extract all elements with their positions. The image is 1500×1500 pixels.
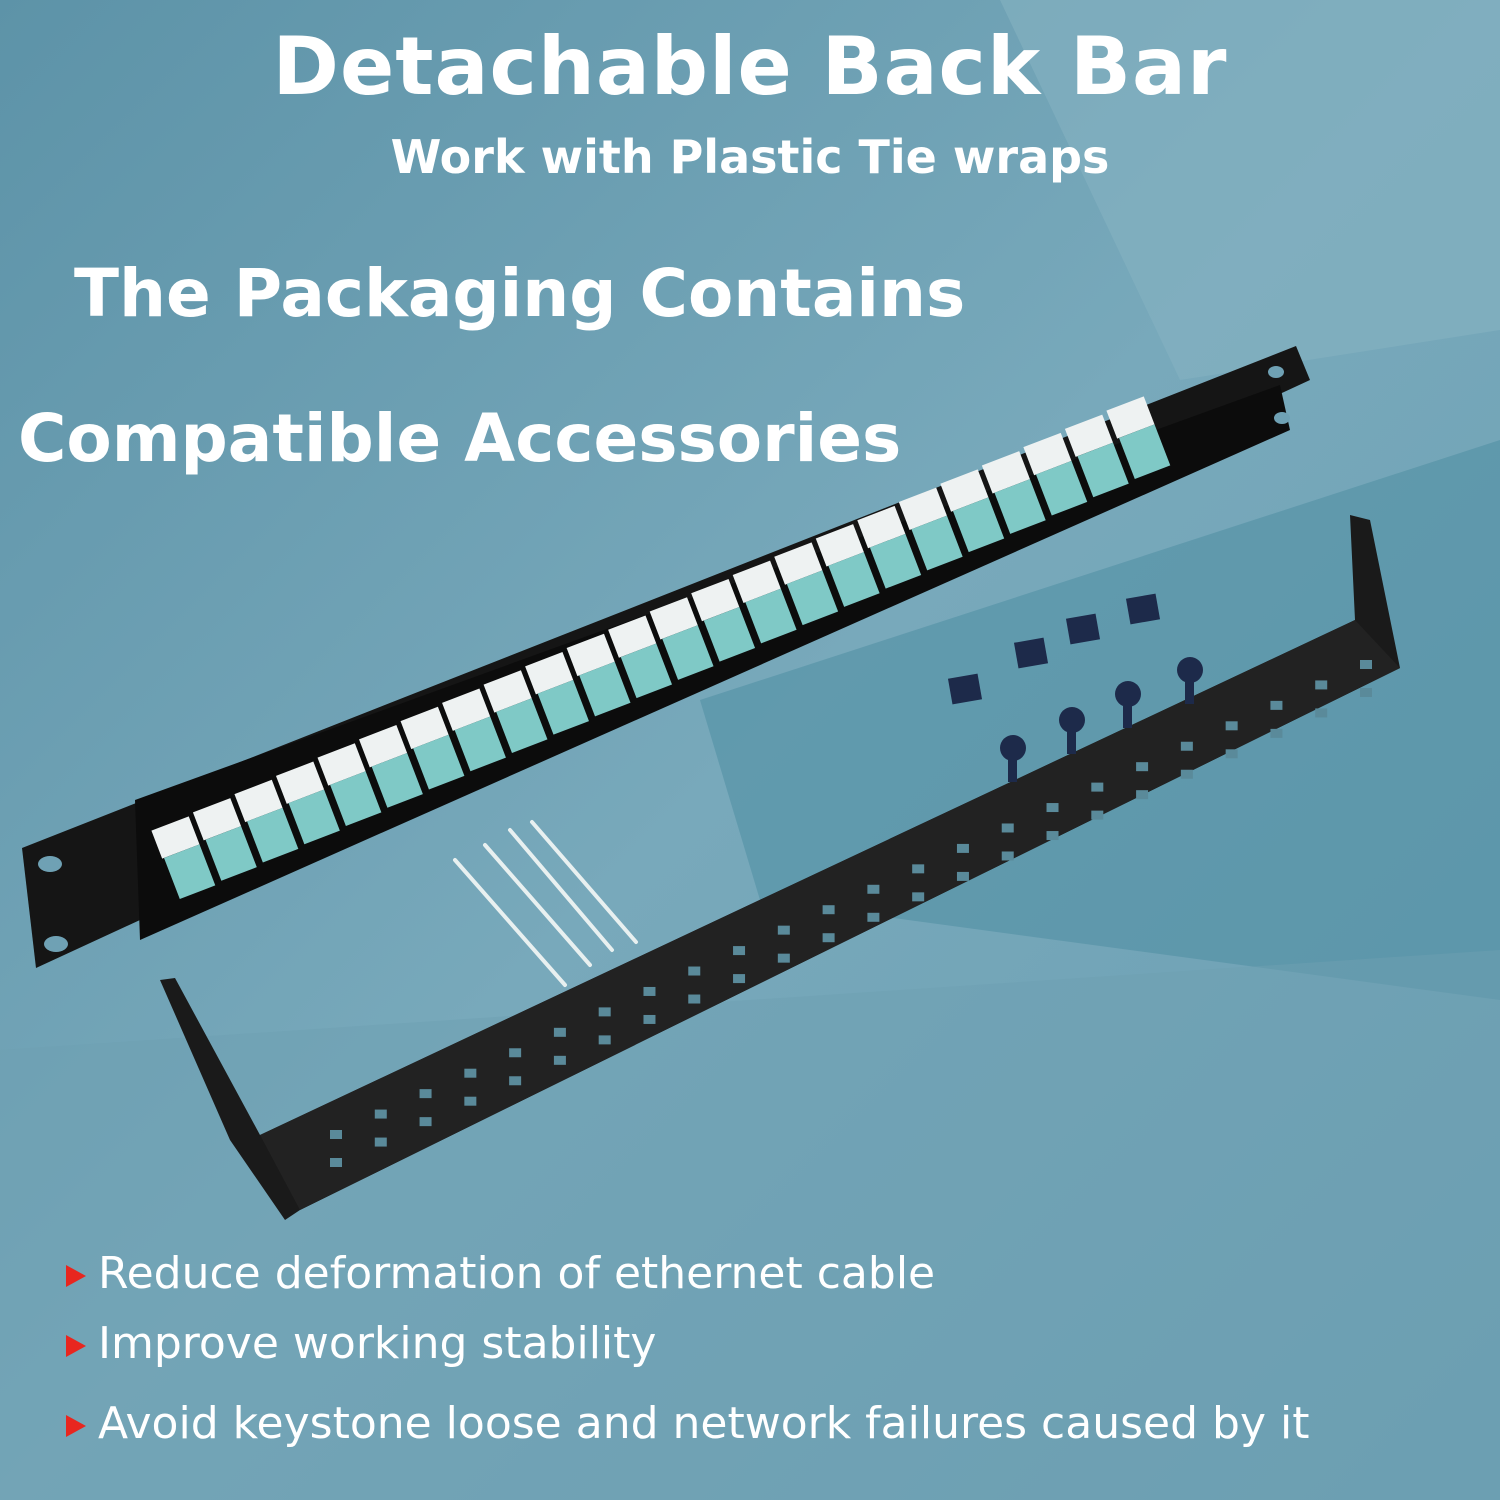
bar-slot	[598, 1007, 611, 1017]
cable-ties	[453, 820, 638, 987]
bar-slot	[598, 1035, 611, 1045]
bar-slot	[1091, 810, 1104, 820]
bar-slot	[688, 994, 701, 1004]
mount-hole	[1268, 366, 1284, 378]
keystone-port	[1023, 432, 1088, 516]
keystone-port	[400, 706, 465, 790]
feature-bullet: Reduce deformation of ethernet cable	[66, 1248, 935, 1299]
bar-slot	[1180, 769, 1193, 779]
bar-slot	[374, 1137, 387, 1147]
keystone-port	[317, 743, 382, 826]
keystone-port	[566, 633, 631, 717]
bar-slot	[1136, 790, 1149, 800]
bar-slot	[867, 884, 880, 894]
bar-slot	[1046, 803, 1059, 813]
bullet-arrow-icon	[66, 1334, 86, 1357]
keystone-port	[691, 578, 756, 662]
patch-panel	[22, 346, 1310, 968]
bar-slot	[1001, 851, 1014, 861]
keystone-port	[275, 761, 340, 845]
bar-slot	[1270, 728, 1283, 738]
mount-hole	[38, 856, 62, 872]
keystone-port	[898, 487, 963, 571]
bar-slot	[1270, 700, 1283, 710]
keystone-port	[151, 816, 216, 900]
bar-slot	[643, 1014, 656, 1024]
bar-slot	[419, 1117, 432, 1127]
bar-slot	[1001, 823, 1014, 833]
bar-slot	[1046, 831, 1059, 841]
accessories-heading: Compatible Accessories	[18, 400, 902, 477]
bar-slot	[643, 986, 656, 996]
bar-slot	[867, 912, 880, 922]
keystone-port	[234, 779, 299, 863]
port-row	[151, 396, 1171, 900]
packaging-heading: The Packaging Contains	[74, 255, 966, 332]
feature-text: Avoid keystone loose and network failure…	[98, 1398, 1310, 1449]
keystone-port	[608, 615, 673, 699]
bar-slot	[553, 1027, 566, 1037]
keystone-port	[359, 725, 423, 808]
bar-slot	[330, 1130, 342, 1139]
bar-slot	[374, 1109, 387, 1119]
paper-fold-light	[1000, 0, 1500, 380]
bar-slot	[956, 871, 969, 881]
bar-slot	[1091, 782, 1104, 792]
bar-slot	[1225, 721, 1238, 731]
bar-slot	[822, 905, 835, 915]
keystone-port	[815, 524, 880, 607]
keystone-port	[857, 505, 922, 589]
bar-slot	[912, 864, 925, 874]
bar-slot	[777, 925, 790, 935]
bar-slot	[1315, 708, 1328, 718]
bar-slot	[1315, 680, 1328, 690]
keystone-port	[525, 651, 589, 735]
bullet-arrow-icon	[66, 1414, 86, 1437]
page-subtitle: Work with Plastic Tie wraps	[390, 130, 1110, 184]
bar-slot	[822, 933, 835, 943]
mount-hole	[44, 936, 68, 952]
keystone-port	[732, 560, 797, 644]
bar-slot	[956, 843, 969, 853]
bar-slot	[733, 946, 746, 956]
mounting-hardware	[947, 593, 1203, 782]
bar-slot	[1180, 741, 1193, 751]
mount-hole	[1274, 412, 1290, 424]
bar-slot	[777, 953, 790, 963]
bar-slot	[509, 1048, 522, 1058]
bar-slot	[688, 966, 701, 976]
keystone-port	[192, 798, 257, 881]
feature-bullet: Avoid keystone loose and network failure…	[66, 1398, 1309, 1449]
feature-text: Improve working stability	[98, 1318, 657, 1369]
bar-slot	[553, 1055, 566, 1065]
feature-bullet: Improve working stability	[66, 1318, 656, 1369]
back-bar	[160, 515, 1400, 1220]
bar-slot	[419, 1089, 432, 1099]
keystone-port	[1106, 396, 1171, 480]
keystone-port	[442, 688, 506, 772]
keystone-port	[649, 597, 714, 680]
bar-slot	[464, 1068, 477, 1078]
keystone-port	[940, 469, 1005, 553]
bar-slot	[1225, 749, 1238, 759]
bar-slot	[733, 974, 746, 984]
keystone-port	[1064, 414, 1129, 498]
keystone-port	[981, 451, 1046, 534]
bar-slot	[1360, 688, 1372, 697]
bar-slot	[1136, 762, 1149, 772]
bar-slot	[509, 1076, 522, 1086]
bar-slot	[912, 892, 925, 902]
bullet-arrow-icon	[66, 1264, 86, 1287]
feature-text: Reduce deformation of ethernet cable	[98, 1248, 936, 1299]
page-title: Detachable Back Bar	[272, 20, 1228, 113]
slot-row	[330, 660, 1372, 1167]
bar-slot	[330, 1158, 342, 1167]
keystone-port	[774, 542, 839, 626]
keystone-port	[483, 670, 548, 753]
bar-slot	[464, 1096, 477, 1106]
bar-slot	[1360, 660, 1372, 669]
